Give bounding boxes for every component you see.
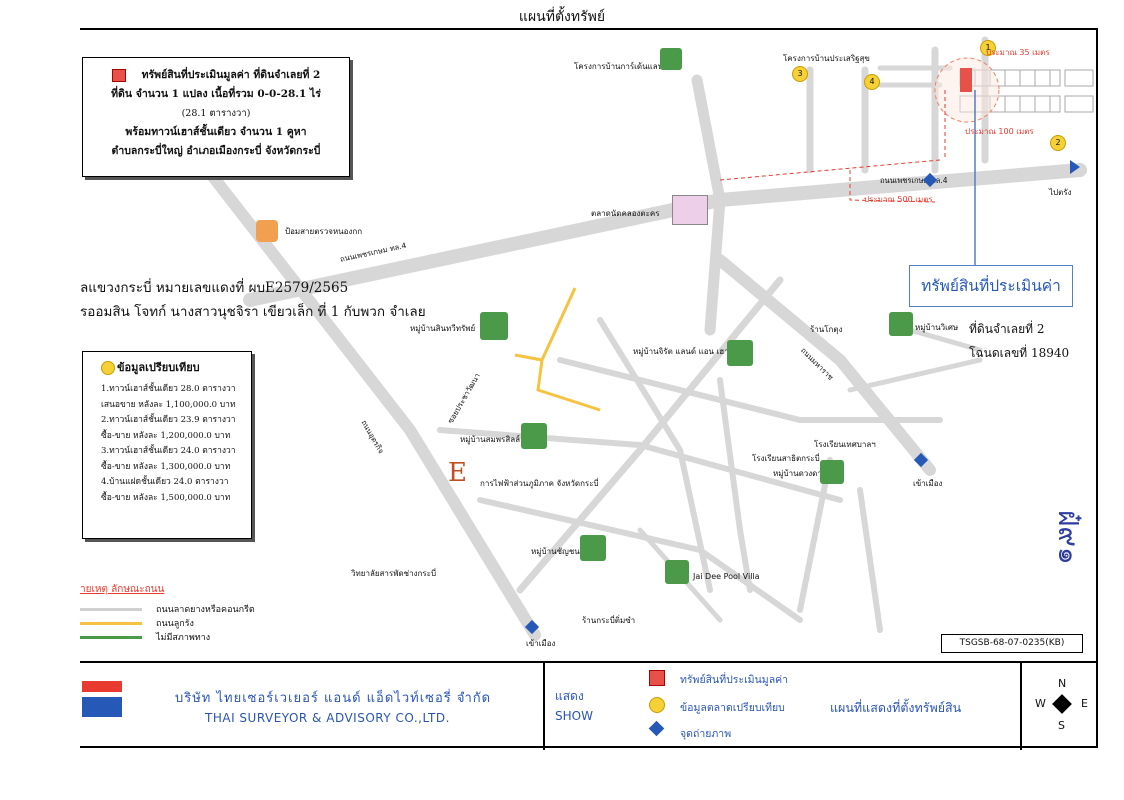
road-vertical-market <box>691 74 726 336</box>
info-line4: พร้อมทาวน์เฮาส์ชั้นเดียว จำนวน 1 คูหา <box>125 126 307 138</box>
label-village-chanya: หมู่บ้านชัญชนา <box>531 547 585 556</box>
label-to-city-1: เข้าเมือง <box>526 639 556 648</box>
footer-legend-photo: จุดถ่ายภาพ <box>680 728 732 740</box>
label-village-witet: หมู่บ้านวิเศษ <box>915 323 959 332</box>
show-th: แสดง <box>555 689 584 703</box>
legend-comp-icon <box>649 697 665 713</box>
arrow-right <box>1070 160 1080 174</box>
label-dist-100: ประมาณ 100 เมตร <box>965 127 1034 136</box>
label-dist-top: ประมาณ 35 เมตร <box>986 48 1050 57</box>
comp-desc-4: 4.บ้านแฝดชั้นเดียว 24.0 ตารางวา <box>101 477 229 487</box>
plot-line1: ที่ดินจำเลยที่ 2 <box>969 322 1045 336</box>
label-restaurant: ร้านกระบี่ติ่มซำ <box>582 616 636 625</box>
label-police: ป้อมสายตรวจหนองกก <box>285 227 363 236</box>
info-line3: (28.1 ตารางวา) <box>181 108 251 119</box>
legend-heading: ายเหตุ ลักษณะถนน <box>80 584 165 595</box>
legend-paved: ถนนลาดยางหรือคอนกรีต <box>156 605 255 615</box>
comparables-box: ข้อมูลเปรียบเทียบ 1.ทาวน์เฮาส์ชั้นเดียว … <box>82 351 252 539</box>
house-icon <box>820 460 844 484</box>
map-frame <box>80 28 1098 748</box>
house-icon <box>665 560 689 584</box>
comp-marker-2: 2 <box>1050 132 1068 151</box>
plot-line2: โฉนดเลขที่ 18940 <box>969 346 1070 360</box>
comparables-heading: ข้อมูลเปรียบเทียบ <box>117 361 200 374</box>
company-name-en: THAI SURVEYOR & ADVISORY CO.,LTD. <box>205 711 450 725</box>
company-logo-icon <box>82 681 122 717</box>
police-icon <box>256 220 278 242</box>
label-school2: โรงเรียนสาธิตกระบี่ <box>752 454 820 463</box>
case-line2: รออมสิน โจทก์ นางสาวนุชจิรา เขียวเล็ก ที… <box>80 304 426 320</box>
comp-desc-3: 3.ทาวน์เฮาส์ชั้นเดียว 24.0 ตารางวา <box>101 446 236 456</box>
comparable-dot-icon <box>101 361 115 375</box>
label-market: ตลาดนัดคลองตะคร <box>591 209 660 218</box>
house-icon <box>580 535 606 561</box>
comp-desc-2: 2.ทาวน์เฮาส์ชั้นเดียว 23.9 ตารางวา <box>101 415 236 425</box>
house-icon <box>480 312 508 340</box>
comp-price-4: ซื้อ-ขาย หลังละ 1,500,000.0 บาท <box>101 492 231 503</box>
comp-price-1: เสนอขาย หลังละ 1,100,000.0 บาท <box>101 399 236 410</box>
label-dist-500: ประมาณ 500 เมตร <box>864 195 933 204</box>
comp-marker-4: 4 <box>864 71 882 90</box>
report-code: TSGSB-68-07-0235(KB) <box>941 634 1083 653</box>
market-icon <box>672 195 708 225</box>
label-college: วิทยาลัยสารพัดช่างกระบี่ <box>351 569 437 578</box>
label-project2: โครงการบ้านประเสริฐสุข <box>783 54 870 63</box>
legend-subject-icon <box>649 670 665 686</box>
paved-swatch <box>80 607 142 611</box>
road-legend: ายเหตุ ลักษณะถนน ถนนลาดยางหรือคอนกรีต ถน… <box>80 582 255 644</box>
label-village-jirat: หมู่บ้านจิรัต แลนด์ แอน เฮาส์ <box>633 347 734 356</box>
subject-marker <box>960 68 972 92</box>
label-pea: การไฟฟ้าส่วนภูมิภาค จังหวัดกระบี่ <box>480 479 599 488</box>
house-icon <box>889 312 913 336</box>
case-line1: ลแขวงกระบี่ หมายเลขแดงที่ ผบE2579/2565 <box>80 280 349 296</box>
info-line1: ทรัพย์สินที่ประเมินมูลค่า ที่ดินจำเลยที่… <box>141 69 321 81</box>
subject-info-box: ทรัพย์สินที่ประเมินมูลค่า ที่ดินจำเลยที่… <box>82 57 350 177</box>
comp-price-2: ซื้อ-ขาย หลังละ 1,200,000.0 บาท <box>101 430 231 441</box>
comp-price-3: ซื้อ-ขาย หลังละ 1,300,000.0 บาท <box>101 461 231 472</box>
label-shop: ร้านโกตุง <box>810 325 843 334</box>
subject-label-box: ทรัพย์สินที่ประเมินค่า <box>909 265 1073 307</box>
page-title: แผนที่ตั้งทรัพย์ <box>518 9 606 25</box>
label-project1: โครงการบ้านการ์เด้นแลนด์ <box>574 62 669 71</box>
house-icon <box>727 340 753 366</box>
house-icon <box>660 48 682 70</box>
legend-photo-icon <box>648 720 665 737</box>
show-en: SHOW <box>555 709 593 723</box>
label-road-main: ถนนเพชรเกษม ทล.4 <box>880 176 948 185</box>
label-village-somporn: หมู่บ้านสมพรสิลล์ <box>460 435 520 444</box>
laterite-swatch <box>80 621 142 625</box>
company-name-th: บริษัท ไทยเซอร์เวเยอร์ แอนด์ แอ็ดไวท์เซอ… <box>175 691 492 706</box>
laterite-road <box>514 287 601 412</box>
legend-laterite: ถนนลูกรัง <box>156 619 194 629</box>
compass-icon: N S W E <box>1035 677 1088 732</box>
label-to-trang: ไปตรัง <box>1049 188 1072 197</box>
label-village-sinthap: หมู่บ้านสินทวีทรัพย์ <box>410 324 476 333</box>
road-uttarakit <box>194 154 541 641</box>
pea-logo-icon: E <box>448 458 467 488</box>
footer-legend-subject: ทรัพย์สินที่ประเมินมูลค่า <box>680 674 789 686</box>
info-line5: ตำบลกระบี่ใหญ่ อำเภอเมืองกระบี่ จังหวัดก… <box>111 145 321 157</box>
footer: บริษัท ไทยเซอร์เวเยอร์ แอนด์ แอ็ดไวท์เซอ… <box>80 661 1098 750</box>
label-to-city-2: เข้าเมือง <box>913 479 943 488</box>
comp-marker-1: 1 <box>980 37 998 56</box>
house-icon <box>521 423 547 449</box>
label-villa: Jai Dee Pool Villa <box>693 572 760 581</box>
subject-square-icon <box>111 68 126 82</box>
footer-legend-comp: ข้อมูลตลาดเปรียบเทียบ <box>680 702 785 714</box>
info-line2: ที่ดิน จำนวน 1 แปลง เนื้อที่รวม 0-0-28.1… <box>111 88 321 100</box>
road-maharat <box>714 254 936 476</box>
none-swatch <box>80 635 142 639</box>
label-village-duangda: หมู่บ้านดวงดา <box>773 469 822 478</box>
footer-map-title: แผนที่แสดงที่ตั้งทรัพย์สิน <box>830 700 962 715</box>
handwritten-stamp: ฝ๋๙๑ <box>1052 510 1085 565</box>
map-canvas <box>194 36 1094 641</box>
comp-desc-1: 1.ทาวน์เฮาส์ชั้นเดียว 28.0 ตารางวา <box>101 384 236 394</box>
comp-marker-3: 3 <box>792 63 810 82</box>
legend-none: ไม่มีสภาพทาง <box>156 633 211 643</box>
label-school1: โรงเรียนเทศบาลฯ <box>814 440 876 449</box>
